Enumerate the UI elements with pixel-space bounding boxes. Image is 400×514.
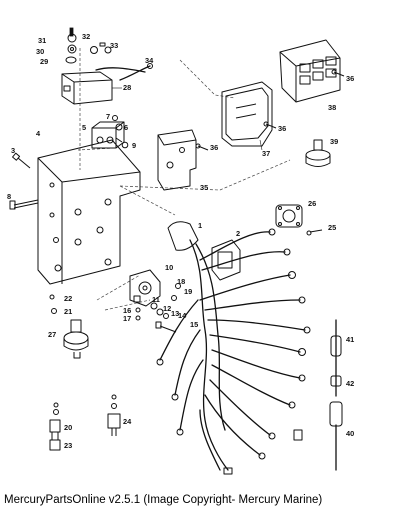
part-25-screw bbox=[306, 229, 323, 236]
part-5-solenoid bbox=[91, 121, 125, 149]
callout-36b: 36 bbox=[278, 124, 286, 133]
callout-17: 17 bbox=[123, 314, 131, 323]
callout-27: 27 bbox=[48, 330, 56, 339]
callout-32: 32 bbox=[82, 32, 90, 41]
callout-4: 4 bbox=[36, 129, 41, 138]
part-39-sensor bbox=[305, 139, 331, 167]
callout-2: 2 bbox=[236, 229, 240, 238]
callout-24: 24 bbox=[123, 417, 132, 426]
copyright-footer: MercuryPartsOnline v2.5.1 (Image Copyrig… bbox=[4, 494, 323, 506]
callout-14: 14 bbox=[178, 311, 187, 320]
part-27-sender bbox=[63, 319, 89, 359]
callout-18: 18 bbox=[177, 277, 185, 286]
callout-42: 42 bbox=[346, 379, 354, 388]
part-6-7-9-nuts bbox=[112, 115, 129, 149]
callout-38: 38 bbox=[328, 103, 336, 112]
callout-28: 28 bbox=[123, 83, 131, 92]
callout-3: 3 bbox=[11, 146, 15, 155]
part-8-bolt bbox=[9, 199, 39, 210]
callout-33: 33 bbox=[110, 41, 118, 50]
part-26-gasket bbox=[275, 204, 303, 228]
part-38-fuse-box bbox=[279, 39, 341, 103]
parts-11-19-fittings bbox=[135, 283, 181, 333]
callout-31: 31 bbox=[38, 36, 46, 45]
exploded-parts-diagram: 1 2 4 3 5 6 7 8 9 10 11 12 13 14 15 16 1… bbox=[7, 27, 354, 475]
callout-16: 16 bbox=[123, 306, 131, 315]
part-34-wire bbox=[119, 63, 153, 81]
callout-20: 20 bbox=[64, 423, 72, 432]
callout-7: 7 bbox=[106, 112, 110, 121]
part-28-relay-module bbox=[61, 71, 122, 105]
callout-39: 39 bbox=[330, 137, 338, 146]
parts-40-42-fuse-holder bbox=[329, 319, 343, 471]
callout-1: 1 bbox=[198, 221, 202, 230]
callout-37: 37 bbox=[262, 149, 270, 158]
part-4-mounting-plate bbox=[37, 139, 141, 285]
callout-12: 12 bbox=[163, 304, 171, 313]
callout-23: 23 bbox=[64, 441, 72, 450]
callout-26: 26 bbox=[308, 199, 316, 208]
callout-6: 6 bbox=[124, 123, 128, 132]
callout-15: 15 bbox=[190, 320, 198, 329]
part-37-ecm-module bbox=[221, 81, 273, 151]
callout-30: 30 bbox=[36, 47, 44, 56]
parts-20-24-sensors bbox=[49, 294, 121, 451]
callout-29: 29 bbox=[40, 57, 48, 66]
callout-8: 8 bbox=[7, 192, 11, 201]
callout-19: 19 bbox=[184, 287, 192, 296]
callout-5: 5 bbox=[82, 123, 86, 132]
callout-10: 10 bbox=[165, 263, 173, 272]
callout-35: 35 bbox=[200, 183, 208, 192]
callout-34: 34 bbox=[145, 56, 154, 65]
callout-labels: 1 2 4 3 5 6 7 8 9 10 11 12 13 14 15 16 1… bbox=[7, 32, 354, 450]
part-1-wiring-harness bbox=[156, 221, 311, 475]
callout-9: 9 bbox=[132, 141, 136, 150]
callout-13: 13 bbox=[171, 309, 179, 318]
part-36-screws bbox=[195, 69, 345, 151]
callout-40: 40 bbox=[346, 429, 354, 438]
callout-21: 21 bbox=[64, 307, 72, 316]
hardware-stack-top bbox=[65, 27, 146, 73]
callout-25: 25 bbox=[328, 223, 336, 232]
alignment-lines bbox=[77, 48, 291, 311]
callout-36c: 36 bbox=[210, 143, 218, 152]
callout-41: 41 bbox=[346, 335, 354, 344]
part-3-screw bbox=[12, 152, 31, 169]
callout-11: 11 bbox=[152, 295, 160, 304]
callout-36a: 36 bbox=[346, 74, 354, 83]
part-10-sensor-assembly bbox=[129, 269, 161, 307]
callout-22: 22 bbox=[64, 294, 72, 303]
part-2-connector bbox=[211, 239, 241, 281]
part-35-bracket bbox=[157, 129, 197, 191]
